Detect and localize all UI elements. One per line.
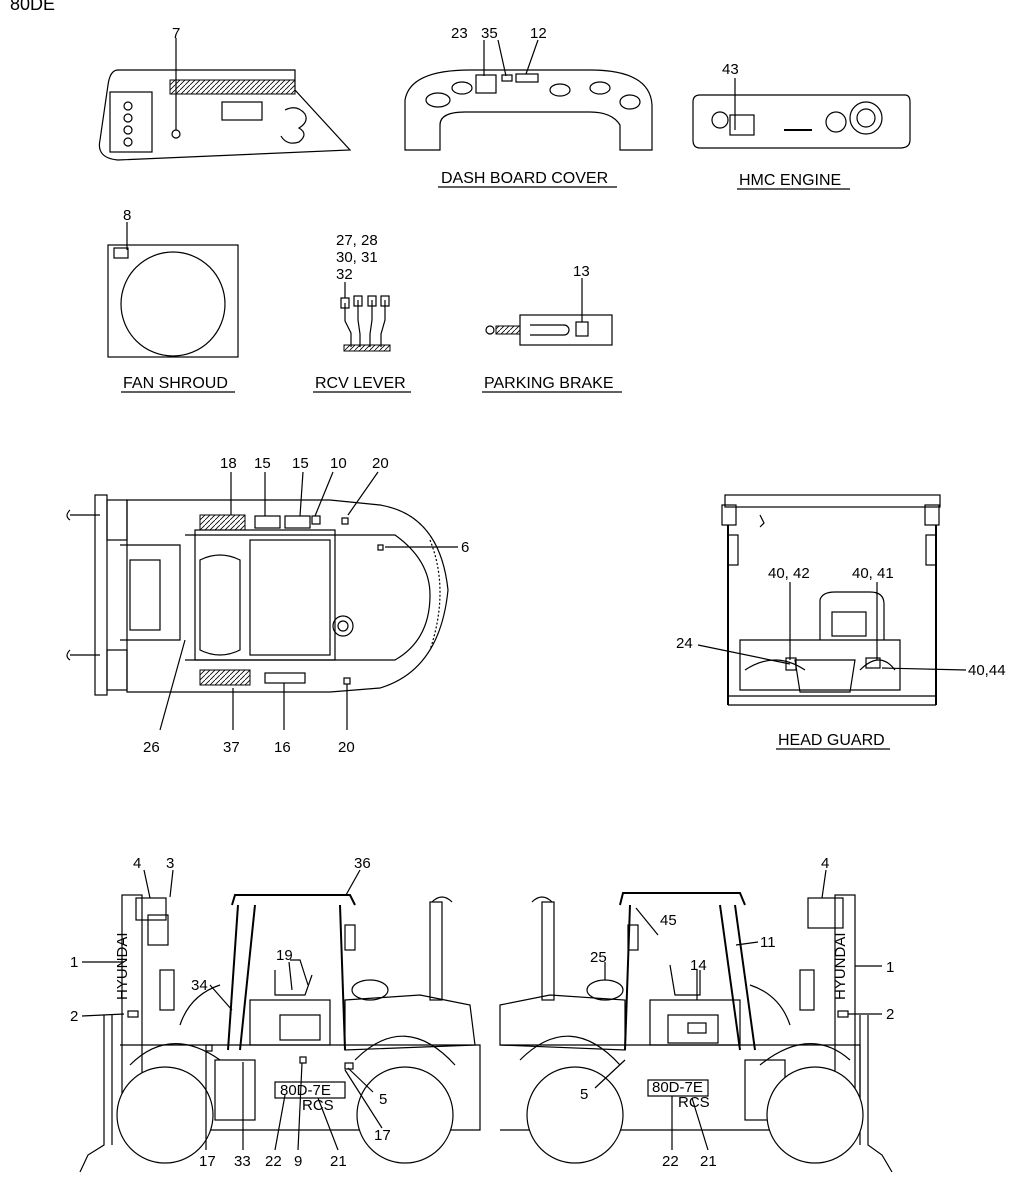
dash-board-cover	[404, 39, 653, 151]
right-callout-1: 1	[886, 959, 894, 976]
left-callout-2: 2	[70, 1008, 78, 1025]
callout-7: 7	[172, 25, 180, 42]
left-callout-34: 34	[191, 977, 208, 994]
callout-30-31: 30, 31	[336, 249, 378, 266]
top-callout-6: 6	[461, 539, 469, 556]
caption-hmc-engine: HMC ENGINE	[739, 172, 841, 189]
rcv-lever	[340, 282, 391, 352]
callout-43: 43	[722, 61, 739, 78]
top-callout-20b: 20	[338, 739, 355, 756]
model-title: 80DE	[10, 0, 55, 14]
right-brand-decal: HYUNDAI	[832, 932, 849, 1000]
left-callout-36: 36	[354, 855, 371, 872]
callout-27-28: 27, 28	[336, 232, 378, 249]
top-callout-15a: 15	[254, 455, 271, 472]
top-callout-37: 37	[223, 739, 240, 756]
left-callout-9: 9	[294, 1153, 302, 1170]
caption-dash-board-cover: DASH BOARD COVER	[441, 170, 608, 187]
hg-callout-40-42: 40, 42	[768, 565, 810, 582]
parking-brake	[485, 278, 613, 346]
right-callout-11: 11	[760, 934, 776, 951]
left-brand-decal: HYUNDAI	[114, 932, 131, 1000]
left-callout-17b: 17	[199, 1153, 216, 1170]
top-callout-18: 18	[220, 455, 237, 472]
right-callout-5: 5	[580, 1086, 588, 1103]
right-callout-25: 25	[590, 949, 607, 966]
left-callout-5: 5	[379, 1091, 387, 1108]
left-callout-1: 1	[70, 954, 78, 971]
hmc-engine	[692, 78, 911, 149]
caption-fan-shroud: FAN SHROUD	[123, 375, 228, 392]
left-callout-33: 33	[234, 1153, 251, 1170]
right-callout-14: 14	[690, 957, 707, 974]
top-callout-26: 26	[143, 739, 160, 756]
left-callout-22: 22	[265, 1153, 282, 1170]
hg-callout-40-41: 40, 41	[852, 565, 894, 582]
top-callout-16: 16	[274, 739, 291, 756]
right-sub-plate: RCS	[678, 1094, 710, 1111]
left-callout-21: 21	[330, 1153, 347, 1170]
callout-32: 32	[336, 266, 353, 283]
caption-rcv-lever: RCV LEVER	[315, 375, 406, 392]
top-callout-15b: 15	[292, 455, 309, 472]
left-model-plate: 80D-7E	[280, 1082, 331, 1099]
top-callout-20a: 20	[372, 455, 389, 472]
hg-callout-40-44: 40,44	[968, 662, 1006, 679]
left-callout-4: 4	[133, 855, 141, 872]
caption-head-guard: HEAD GUARD	[778, 732, 885, 749]
right-callout-45: 45	[660, 912, 677, 929]
head-guard	[697, 494, 967, 706]
right-callout-4: 4	[821, 855, 829, 872]
left-callout-17a: 17	[374, 1127, 391, 1144]
right-callout-2: 2	[886, 1006, 894, 1023]
caption-parking-brake: PARKING BRAKE	[484, 375, 614, 392]
callout-13: 13	[573, 263, 590, 280]
left-side-view	[79, 869, 481, 1173]
right-callout-22: 22	[662, 1153, 679, 1170]
callout-12: 12	[530, 25, 547, 42]
right-callout-21: 21	[700, 1153, 717, 1170]
top-view	[66, 471, 458, 731]
callout-8: 8	[123, 207, 131, 224]
left-callout-19: 19	[276, 947, 293, 964]
top-callout-10: 10	[330, 455, 347, 472]
fan-shroud	[107, 222, 239, 358]
right-model-plate: 80D-7E	[652, 1079, 703, 1096]
callout-23: 23	[451, 25, 468, 42]
instrument-panel	[98, 38, 352, 161]
hg-callout-24: 24	[676, 635, 693, 652]
left-sub-plate: RCS	[302, 1097, 334, 1114]
callout-35: 35	[481, 25, 498, 42]
left-callout-3: 3	[166, 855, 174, 872]
right-side-view	[499, 869, 893, 1173]
